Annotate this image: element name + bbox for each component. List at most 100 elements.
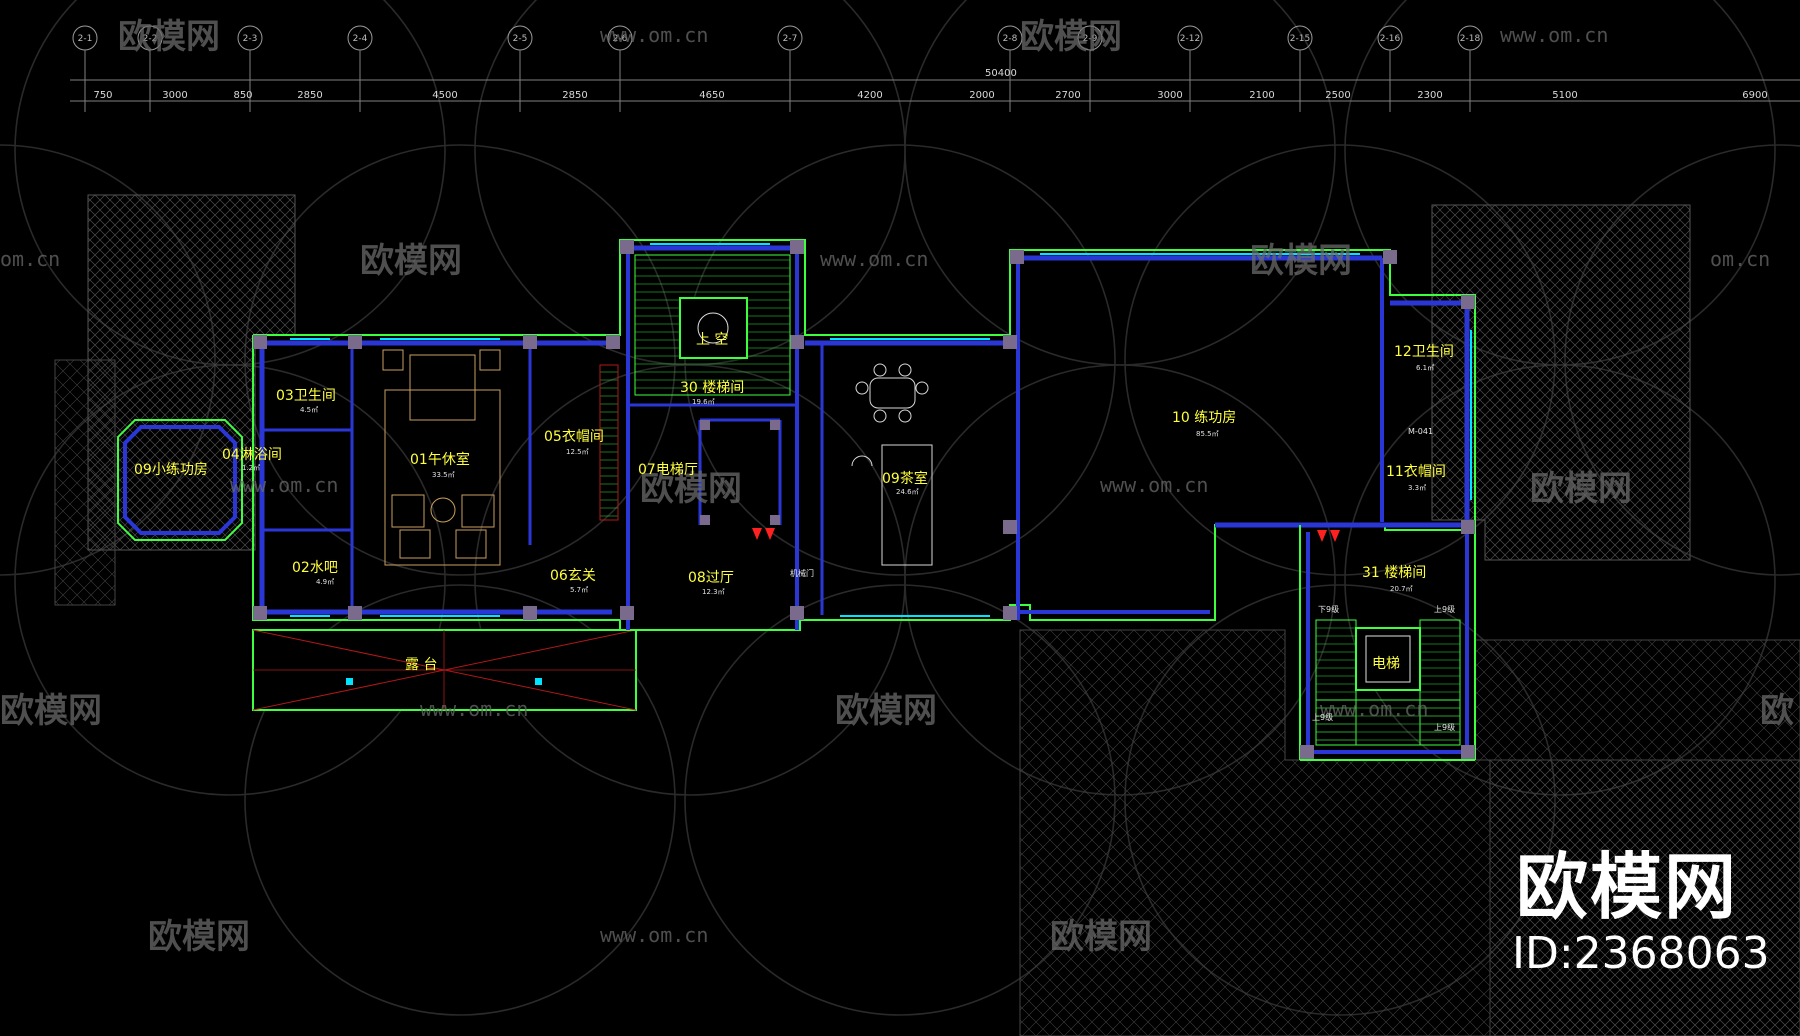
dimension-texts: 750 3000 850 2850 4500 2850 4650 4200 2000 2700 30… [93,90,1767,101]
room-02-area: 4.9㎡ [316,578,334,586]
axis-bubble-label: 2-15 [1290,34,1310,44]
axis-bubble-label: 2-9 [1083,34,1098,44]
svg-text:欧模网: 欧模网 [1250,241,1352,281]
dimension-text: 3000 [162,90,187,101]
room-11-area: 3.3㎡ [1408,484,1426,492]
axis-bubble-label: 2-5 [513,34,528,44]
svg-text:www.om.cn: www.om.cn [600,23,708,47]
dimension-text: 4650 [699,90,724,101]
room-07-label: 07电梯厅 [638,462,698,478]
dimension-lines [70,79,1800,102]
brand-id: ID:2368063 [1512,928,1770,979]
svg-text:www.om.cn: www.om.cn [1320,697,1428,721]
room-01-label: 01午休室 [410,451,470,468]
dimension-text: 2300 [1417,90,1442,101]
axis-bubble-label: 2-3 [243,34,258,44]
room-04-label: 04淋浴间 [222,447,282,463]
room-04-area: 1.2㎡ [242,464,260,472]
room-12-label: 12卫生间 [1394,344,1454,360]
room-05-area: 12.5㎡ [566,448,589,456]
void-label: 上 空 [696,332,728,348]
axis-bubble-label: 2-8 [1003,34,1018,44]
axis-bubble-label: 2-18 [1460,34,1481,44]
furniture [382,349,501,566]
walls [252,239,1476,761]
svg-text:www.om.cn: www.om.cn [230,473,338,497]
svg-text:www.om.cn: www.om.cn [600,923,708,947]
svg-text:欧模网: 欧模网 [1530,469,1632,509]
dimension-text: 4500 [432,90,457,101]
room-12-area: 6.1㎡ [1416,364,1434,372]
room-01-area: 33.5㎡ [432,471,455,479]
brand-logo: 欧模网 [1515,845,1738,929]
dimension-text: 850 [233,90,252,101]
svg-text:www.om.cn: www.om.cn [820,247,928,271]
axis-bubble-label: 2-2 [143,34,158,44]
elevator-label: 电梯 [1372,656,1400,672]
plan-notes: 下9级 上9级 上9级 上9级 机械门 M-041 [790,427,1455,732]
room-06-area: 5.7㎡ [570,586,588,594]
watermarks: 欧模网 欧模网 欧模网 欧模网 欧模网 欧模网 欧模网 欧模网 欧 欧模网 欧模… [0,17,1794,957]
small-practice-room-shape [117,419,243,541]
svg-text:欧模网: 欧模网 [118,17,220,57]
roof-hatch [54,194,1800,1036]
room-03-label: 03卫生间 [276,388,336,404]
svg-text:www.om.cn: www.om.cn [420,697,528,721]
windows [290,243,1472,617]
room-10-area: 85.5㎡ [1196,430,1219,438]
room-03-area: 4.5㎡ [300,406,318,414]
room-30-label: 30 楼梯间 [680,380,744,396]
terrace [252,629,637,711]
total-dimension: 50400 [985,68,1017,79]
svg-text:欧模网: 欧模网 [148,917,250,957]
dimension-text: 2000 [969,90,994,101]
axis-bubble-label: 2-4 [353,34,368,44]
brand-watermark: 欧模网 ID:2368063 [1512,845,1770,979]
room-09b-area: 24.6㎡ [896,488,919,496]
dimension-text: 2500 [1325,90,1350,101]
dimension-text: 6900 [1742,90,1767,101]
svg-text:上9级: 上9级 [1312,712,1333,722]
room-08-area: 12.3㎡ [702,588,725,596]
room-11-label: 11衣帽间 [1386,464,1446,480]
room-labels: 01午休室 33.5㎡ 02水吧 4.9㎡ 03卫生间 4.5㎡ 04淋浴间 1… [134,332,1454,673]
svg-text:om.cn: om.cn [1710,247,1770,271]
dimension-text: 2700 [1055,90,1080,101]
room-02-label: 02水吧 [292,560,338,576]
dimension-text: 2100 [1249,90,1274,101]
svg-text:欧模网: 欧模网 [640,469,742,509]
dimension-text: 2850 [297,90,322,101]
terrace-label: 露 台 [405,657,437,673]
svg-text:www.om.cn: www.om.cn [1100,473,1208,497]
room-05-label: 05衣帽间 [544,429,604,445]
dimension-text: 750 [93,90,112,101]
axis-bubble-label: 2-16 [1380,34,1401,44]
room-10-label: 10 练功房 [1172,410,1236,426]
axis-bubble-label: 2-6 [613,34,628,44]
dimension-text: 4200 [857,90,882,101]
svg-text:欧: 欧 [1760,691,1794,731]
room-09a-label: 09小练功房 [134,462,208,478]
svg-text:下9级: 下9级 [1318,604,1339,614]
dimension-text: 3000 [1157,90,1182,101]
dimension-text: 5100 [1552,90,1577,101]
room-30-area: 19.6㎡ [692,398,715,406]
room-31-label: 31 楼梯间 [1362,565,1426,581]
columns [253,240,1475,759]
dimension-text: 2850 [562,90,587,101]
axis-bubble-label: 2-12 [1180,34,1200,44]
svg-text:欧模网: 欧模网 [835,691,937,731]
svg-text:上9级: 上9级 [1434,604,1455,614]
svg-text:欧模网: 欧模网 [1050,917,1152,957]
svg-text:欧模网: 欧模网 [1020,17,1122,57]
stairs [599,254,1461,746]
room-06-label: 06玄关 [550,567,596,584]
svg-text:www.om.cn: www.om.cn [1500,23,1608,47]
room-09b-label: 09茶室 [882,470,928,487]
svg-text:上9级: 上9级 [1434,722,1455,732]
door-markers [752,528,1340,542]
svg-text:om.cn: om.cn [0,247,60,271]
svg-text:机械门: 机械门 [790,568,814,578]
